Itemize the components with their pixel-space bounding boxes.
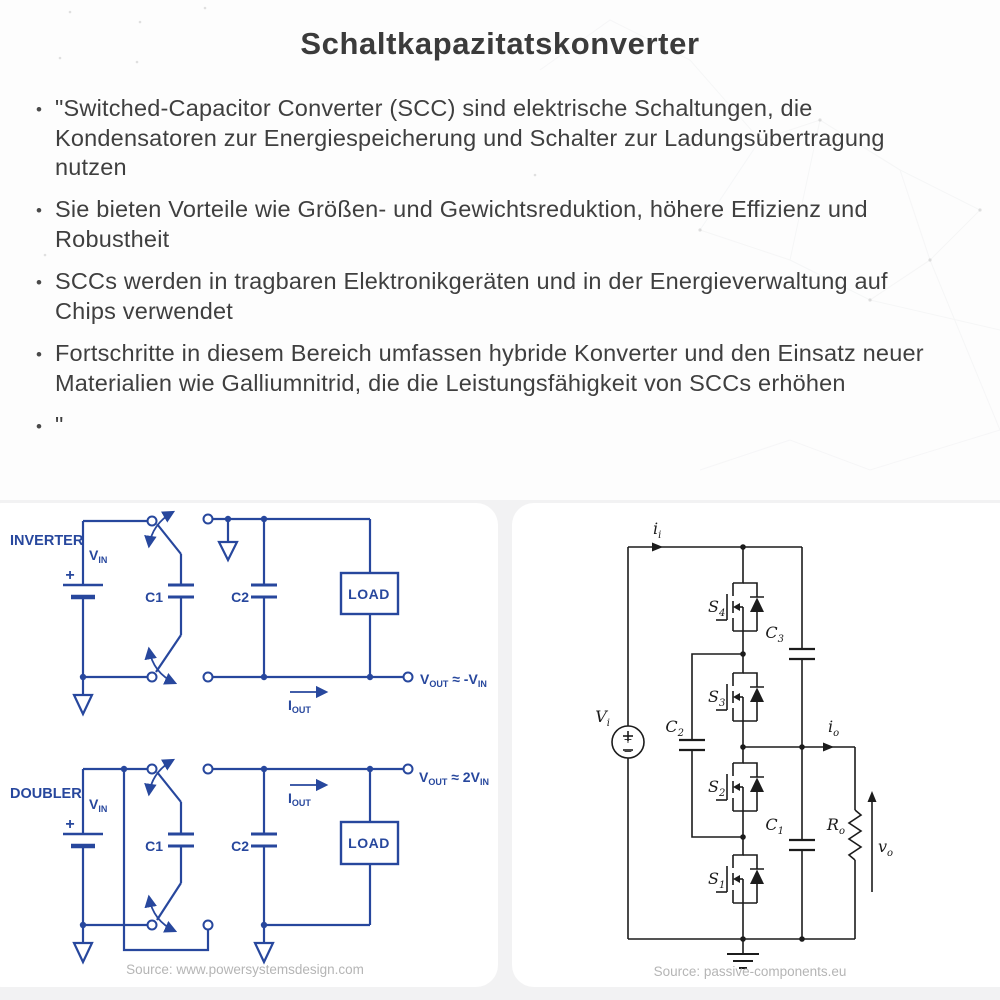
inverter-circuit — [63, 510, 414, 717]
page-title: Schaltkapazitatskonverter — [300, 26, 700, 61]
vin-label: VIN — [89, 796, 107, 814]
vo-arrow — [867, 791, 877, 892]
c1-label: C1 — [145, 838, 163, 854]
io-label: io — [828, 717, 839, 739]
capacitor-c1 — [789, 747, 815, 939]
switch-icon — [144, 882, 182, 933]
capacitor-c2 — [251, 519, 277, 677]
ground-icon — [253, 925, 275, 965]
mosfet-s3 — [715, 661, 765, 733]
battery-icon — [63, 769, 103, 925]
switch-icon — [144, 758, 182, 803]
list-item: • Sie bieten Vorteile wie Größen- und Gew… — [36, 195, 941, 254]
ro-label: Ro — [826, 815, 845, 837]
source-minus-label: − — [623, 745, 632, 758]
output-terminal — [402, 763, 414, 775]
switch-terminal — [202, 919, 214, 931]
switch-terminal — [202, 513, 214, 525]
switch-icon — [144, 634, 182, 685]
list-item: • Fortschritte in diesem Bereich umfassen… — [36, 339, 941, 398]
inverter-vout-label: VOUT ≈ -VIN — [420, 671, 487, 689]
bullet-text: "Switched-Capacitor Converter (SCC) sind… — [55, 95, 885, 180]
switch-terminal — [146, 671, 158, 683]
battery-plus-label: + — [65, 567, 74, 584]
bullet-marker: • — [36, 201, 43, 220]
bullet-text: Sie bieten Vorteile wie Größen- und Gewi… — [55, 196, 868, 252]
battery-plus-label: + — [65, 816, 74, 833]
left-source-caption: Source: www.powersystemsdesign.com — [126, 962, 364, 977]
bullet-text: Fortschritte in diesem Bereich umfassen … — [55, 340, 924, 396]
c1-label: C1 — [145, 589, 163, 605]
switch-terminal — [146, 763, 158, 775]
mosfet-s2 — [715, 751, 765, 823]
iout-label: IOUT — [288, 697, 311, 715]
vi-label: Vi — [595, 707, 610, 729]
scc-schematic-diagram: ii Vi S4 S3 S2 S1 C3 C2 C1 io Ro vo + − … — [595, 519, 893, 979]
load-label: LOAD — [348, 586, 390, 602]
s4-label: S4 — [708, 597, 725, 619]
io-arrow — [823, 742, 834, 752]
capacitor-c2 — [251, 769, 277, 925]
wrap-wire — [122, 769, 210, 952]
list-item: • "Switched-Capacitor Converter (SCC) sin… — [36, 94, 941, 182]
capacitor-c2 — [679, 653, 743, 838]
vin-label: VIN — [89, 547, 107, 565]
ground-icon — [72, 925, 94, 965]
vo-label: vo — [878, 837, 893, 859]
doubler-vout-label: VOUT ≈ 2VIN — [419, 769, 489, 787]
resistor-ro — [847, 747, 863, 939]
bullet-marker: • — [36, 100, 43, 119]
iout-label: IOUT — [288, 790, 311, 808]
switch-terminal — [202, 763, 214, 775]
ii-label: ii — [653, 519, 661, 541]
inverter-label: INVERTER — [10, 533, 84, 549]
load-label: LOAD — [348, 835, 390, 851]
s1-label: S1 — [708, 869, 725, 891]
ii-arrow — [652, 542, 663, 552]
ground-icon — [727, 939, 759, 969]
c2-label: C2 — [231, 838, 249, 854]
battery-icon — [63, 521, 103, 677]
mosfet-s4 — [715, 571, 765, 643]
image-panel — [0, 500, 1000, 1000]
c3-label: C3 — [765, 623, 784, 645]
doubler-label: DOUBLER — [10, 786, 82, 802]
right-source-caption: Source: passive-components.eu — [654, 964, 847, 979]
ground-icon — [217, 519, 239, 563]
list-item: • SCCs werden in tragbaren Elektronikgerä… — [36, 267, 941, 326]
switch-terminal — [202, 671, 214, 683]
list-item: •" — [36, 411, 941, 441]
c1-label: C1 — [765, 815, 784, 837]
load-box — [339, 769, 400, 925]
switch-terminal — [146, 515, 158, 527]
capacitor-c1 — [168, 802, 194, 883]
switch-icon — [144, 510, 182, 555]
voltage-source-icon — [611, 547, 645, 939]
c2-label: C2 — [231, 589, 249, 605]
bullet-marker: • — [36, 345, 43, 364]
bullet-marker: • — [36, 273, 43, 292]
capacitor-c1 — [168, 554, 194, 635]
ground-icon — [72, 677, 94, 717]
bullet-text: SCCs werden in tragbaren Elektronikgerät… — [55, 268, 888, 324]
mosfet-s1 — [715, 843, 765, 915]
s3-label: S3 — [708, 687, 725, 709]
switch-terminal — [146, 919, 158, 931]
bullet-marker: • — [36, 417, 43, 436]
inverter-doubler-diagram: INVERTER VIN + C1 C2 LOAD VOUT ≈ -VIN IO… — [10, 510, 489, 977]
source-plus-label: + — [623, 733, 632, 746]
c2-label: C2 — [665, 717, 684, 739]
doubler-circuit — [63, 758, 414, 965]
capacitor-c3 — [789, 547, 815, 747]
bullet-text: " — [55, 412, 64, 438]
bullet-list: • "Switched-Capacitor Converter (SCC) sin… — [36, 94, 941, 454]
s2-label: S2 — [708, 777, 725, 799]
load-box — [339, 519, 400, 677]
output-terminal — [402, 671, 414, 683]
